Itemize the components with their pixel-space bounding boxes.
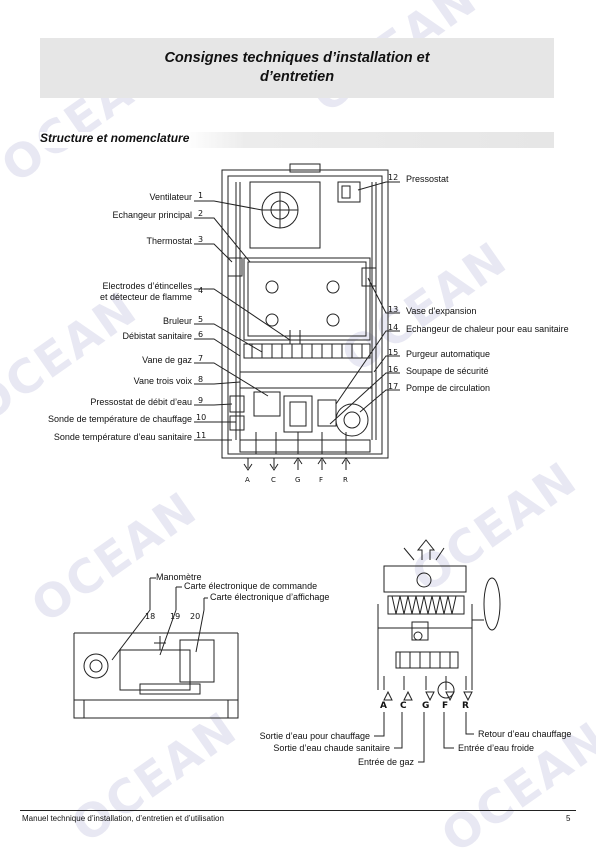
pipe-letter-r: R: [343, 476, 348, 484]
label-number: 20: [190, 612, 201, 621]
label-number: 17: [388, 382, 399, 391]
label-number: 14: [388, 323, 399, 332]
footer-text: Manuel technique d’installation, d’entre…: [22, 814, 224, 823]
schematic-pipe-f: F: [442, 701, 449, 711]
label-manometre: Manomètre: [156, 572, 202, 582]
boiler-drawing: [221, 163, 389, 459]
label-number: 12: [388, 173, 399, 182]
label-electrodes: Electrodes d’étincelles: [102, 281, 192, 291]
schematic-pipe-a: A: [380, 701, 387, 711]
boiler-leader-lines-right: [329, 181, 400, 425]
label-soupape: Soupape de sécurité: [406, 366, 489, 376]
hydraulic-schematic: [374, 539, 501, 763]
boiler-pipe-arrows: [243, 457, 351, 471]
label-number: 2: [198, 209, 204, 218]
schematic-pipe-r: R: [462, 701, 469, 711]
label-number: 16: [388, 365, 399, 374]
label-carte-affichage: Carte électronique d’affichage: [210, 592, 330, 602]
label-debistat: Débistat sanitaire: [122, 331, 192, 341]
label-number: 7: [198, 354, 204, 363]
label-pompe: Pompe de circulation: [406, 383, 491, 393]
label-number: 13: [388, 305, 399, 314]
label-sortie-chauffage: Sortie d’eau pour chauffage: [259, 731, 370, 741]
label-number: 4: [198, 286, 204, 295]
label-sonde-chauffage: Sonde de température de chauffage: [48, 414, 192, 424]
label-number: 10: [196, 413, 207, 422]
label-number: 18: [145, 612, 156, 621]
label-ventilateur: Ventilateur: [149, 192, 192, 202]
label-thermostat: Thermostat: [146, 236, 192, 246]
label-number: 15: [388, 348, 399, 357]
label-detecteur-flamme: et détecteur de flamme: [99, 292, 192, 302]
pipe-letter-a: A: [245, 476, 250, 484]
label-bruleur: Bruleur: [162, 316, 192, 326]
label-echangeur-principal: Echangeur principal: [112, 210, 192, 220]
label-entree-froide: Entrée d’eau froide: [458, 743, 535, 753]
section-title: Structure et nomenclature: [40, 131, 190, 145]
label-number: 11: [196, 431, 207, 440]
footer-divider: [20, 810, 576, 811]
pipe-letter-f: F: [319, 476, 324, 484]
page-title-line1: Consignes techniques d’installation et: [164, 50, 430, 66]
schematic-pipe-g: G: [422, 701, 430, 711]
label-number: 1: [198, 191, 204, 200]
label-number: 5: [198, 315, 204, 324]
label-purgeur: Purgeur automatique: [406, 349, 491, 359]
schematic-pipe-c: C: [400, 701, 407, 711]
label-number: 19: [170, 612, 181, 621]
label-pressostat-debit: Pressostat de débit d’eau: [90, 397, 192, 407]
label-sortie-sanitaire: Sortie d’eau chaude sanitaire: [273, 743, 390, 753]
label-carte-commande: Carte électronique de commande: [184, 581, 318, 591]
pipe-letter-g: G: [295, 476, 301, 484]
label-vane-trois-voix: Vane trois voix: [133, 376, 192, 386]
label-sonde-sanitaire: Sonde température d’eau sanitaire: [53, 432, 192, 442]
boiler-leader-lines-left: [194, 200, 291, 441]
section-bar: [40, 132, 554, 148]
label-number: 9: [198, 396, 204, 405]
label-retour-chauffage: Retour d’eau chauffage: [478, 729, 572, 739]
label-echangeur-sanitaire: Echangeur de chaleur pour eau sanitaire: [406, 324, 569, 334]
label-number: 8: [198, 375, 204, 384]
label-vane-gaz: Vane de gaz: [142, 355, 192, 365]
control-panel-drawing: [73, 577, 239, 719]
page-title-line2: d’entretien: [259, 69, 335, 85]
page-number: 5: [566, 814, 571, 823]
page-title: Consignes techniques d’installation et d…: [40, 38, 554, 98]
pipe-letter-c: C: [271, 476, 276, 484]
label-number: 3: [198, 235, 204, 244]
label-pressostat: Pressostat: [406, 174, 449, 184]
label-entree-gaz: Entrée de gaz: [357, 757, 414, 767]
label-vase-expansion: Vase d’expansion: [406, 306, 477, 316]
label-number: 6: [198, 330, 204, 339]
